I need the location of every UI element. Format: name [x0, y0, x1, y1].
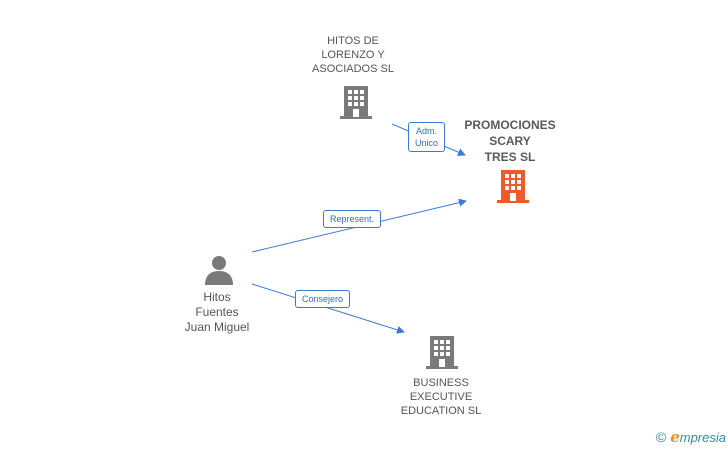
node-label-line: EDUCATION SL — [400, 405, 482, 417]
node-label-line: BUSINESS — [413, 377, 469, 389]
node-label-person[interactable]: Hitos Fuentes Juan Miguel — [167, 290, 267, 335]
node-label-line: Juan Miguel — [184, 320, 250, 334]
person-icon[interactable] — [203, 254, 235, 286]
node-label-line: SCARY — [489, 134, 531, 148]
copyright-symbol: © — [655, 429, 667, 445]
edge-label-line: Adm. — [416, 126, 438, 136]
brand-logo-text: mpresia — [679, 430, 726, 445]
brand-logo-e: e — [670, 428, 680, 446]
building-icon[interactable] — [426, 334, 458, 370]
edge-label-line: Represent. — [330, 214, 375, 224]
node-label-line: LORENZO Y — [321, 49, 385, 61]
building-icon[interactable] — [340, 84, 372, 120]
edge-label-adm[interactable]: Adm. Unico — [408, 122, 446, 152]
edge-label-represent[interactable]: Represent. — [323, 210, 382, 228]
node-label-hitos-lorenzo[interactable]: HITOS DE LORENZO Y ASOCIADOS SL — [298, 34, 408, 76]
node-label-line: HITOS DE — [327, 35, 379, 47]
node-label-line: TRES SL — [484, 150, 536, 164]
node-label-line: EXECUTIVE — [409, 391, 473, 403]
edge-label-consejero[interactable]: Consejero — [295, 290, 351, 308]
node-label-business[interactable]: BUSINESS EXECUTIVE EDUCATION SL — [386, 376, 496, 418]
edge-label-line: Consejero — [302, 294, 344, 304]
brand-logo: empresia — [670, 428, 726, 446]
edge-label-line: Unico — [415, 138, 439, 148]
node-label-promociones[interactable]: PROMOCIONES SCARY TRES SL — [455, 117, 565, 165]
footer-brand: © empresia — [656, 428, 726, 446]
building-icon[interactable] — [497, 168, 529, 204]
node-label-line: Hitos — [203, 290, 231, 304]
edge-consejero-line — [251, 283, 405, 334]
node-label-line: ASOCIADOS SL — [312, 63, 394, 75]
node-label-line: Fuentes — [195, 305, 239, 319]
node-label-line: PROMOCIONES — [464, 118, 556, 132]
